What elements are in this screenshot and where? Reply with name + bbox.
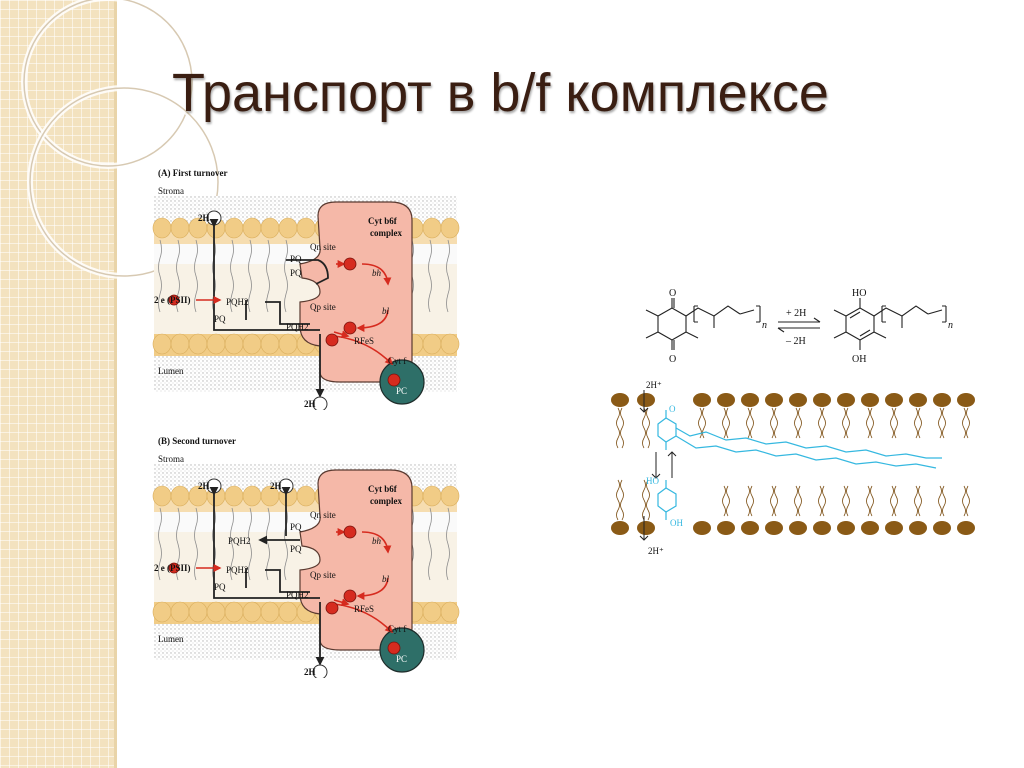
- electron-icon: [343, 257, 357, 271]
- bh-label: bh: [372, 536, 382, 546]
- psii-label: 2 e (PSII): [154, 563, 191, 573]
- oxygen-label: O: [669, 288, 676, 299]
- pq-label: PQ: [214, 314, 226, 324]
- plastocyanin: [379, 627, 425, 673]
- proton-label-bottom: 2H⁺: [648, 546, 664, 556]
- electron-icon: [343, 321, 357, 335]
- qn-site-label: Qn site: [310, 242, 336, 252]
- plastocyanin: [379, 359, 425, 405]
- electron-icon: [343, 525, 357, 539]
- pqh2-label: PQH2: [228, 536, 251, 546]
- slide-title: Транспорт в b/f комплексе: [172, 63, 829, 123]
- pq-label: PQ: [290, 522, 302, 532]
- psii-label: 2 e (PSII): [154, 295, 191, 305]
- electron-icon: [387, 373, 401, 387]
- complex-label: complex: [370, 228, 402, 238]
- subscript-n: n: [948, 320, 953, 331]
- pq-label: PQ: [290, 268, 302, 278]
- pqh2-label: PQH2: [226, 297, 249, 307]
- pq-label: PQ: [214, 582, 226, 592]
- pc-label: PC: [396, 386, 407, 396]
- plastoquinone-molecule: [657, 410, 942, 520]
- hydroxyl-label: HO: [646, 476, 659, 486]
- pc-label: PC: [396, 654, 407, 664]
- lumen-label: Lumen: [158, 366, 184, 376]
- decorative-sidebar: [0, 0, 114, 768]
- complex-name: Cyt b6f: [368, 484, 398, 494]
- electron-icon: [168, 562, 180, 574]
- electron-icon: [387, 641, 401, 655]
- rfes-label: RFeS: [354, 336, 374, 346]
- bh-label: bh: [372, 268, 382, 278]
- hydroxyl-label: HO: [852, 288, 866, 299]
- pqh2-label: PQH2: [286, 590, 309, 600]
- proton-label-top: 2H: [198, 481, 210, 491]
- sidebar-edge: [114, 0, 117, 768]
- complex-name: Cyt b6f: [368, 216, 398, 226]
- pqh2-label: PQH2: [226, 565, 249, 575]
- oxygen-label: O: [669, 354, 676, 365]
- plastoquinone-membrane-shuttle: 2H⁺ 2H⁺ O HO OH: [611, 380, 975, 556]
- hydroxyl-label: OH: [852, 354, 866, 365]
- lumen-label: Lumen: [158, 634, 184, 644]
- pq-label: PQ: [290, 254, 302, 264]
- complex-label: complex: [370, 496, 402, 506]
- rfes-label: RFeS: [354, 604, 374, 614]
- electron-icon: [325, 333, 339, 347]
- lipid-bilayer: [611, 393, 975, 535]
- proton-label-bottom: 2H: [304, 667, 316, 677]
- quinone-reduction-reaction: O O n + 2H – 2H HO OH n: [645, 288, 953, 365]
- reverse-label: – 2H: [785, 336, 806, 347]
- oxygen-label: O: [669, 404, 676, 414]
- second-turnover-diagram: (B) Second turnover Stroma Lumen 2H 2H 2…: [152, 436, 460, 678]
- pq-label: PQ: [290, 544, 302, 554]
- bl-label: bl: [382, 306, 390, 316]
- proton-label-top: 2H: [270, 481, 282, 491]
- electron-icon: [343, 589, 357, 603]
- proton-label-top: 2H⁺: [646, 380, 662, 390]
- panel-a-heading: (A) First turnover: [158, 168, 227, 178]
- cytf-label: Cyt f: [388, 624, 406, 634]
- qp-site-label: Qp site: [310, 302, 336, 312]
- hydroxyl-label: OH: [670, 518, 683, 528]
- proton-label-bottom: 2H: [304, 399, 316, 409]
- proton-label-top: 2H: [198, 213, 210, 223]
- subscript-n: n: [762, 320, 767, 331]
- panel-b-heading: (B) Second turnover: [158, 436, 236, 446]
- forward-label: + 2H: [786, 308, 806, 319]
- stroma-label: Stroma: [158, 186, 184, 196]
- cytf-label: Cyt f: [388, 356, 406, 366]
- qp-site-label: Qp site: [310, 570, 336, 580]
- electron-icon: [325, 601, 339, 615]
- pqh2-label: PQH2: [286, 322, 309, 332]
- qn-site-label: Qn site: [310, 510, 336, 520]
- first-turnover-diagram: (A) First turnover Stroma Lumen 2H 2H Cy…: [152, 168, 460, 410]
- decorative-circles: [21, 0, 221, 279]
- bl-label: bl: [382, 574, 390, 584]
- stroma-label: Stroma: [158, 454, 184, 464]
- electron-icon: [168, 294, 180, 306]
